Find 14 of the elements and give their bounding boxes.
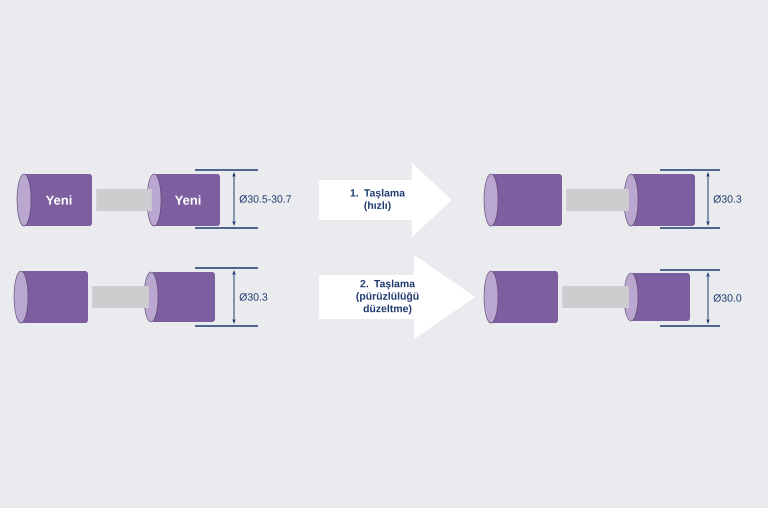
cylinder: Yeni: [16, 174, 92, 226]
cylinder: [624, 272, 690, 322]
dimension-label: Ø30.3: [714, 195, 742, 203]
dimension-label: Ø30.0: [714, 294, 742, 302]
cylinder: [624, 174, 695, 226]
dimension-label: Ø30.5-30.7: [240, 195, 291, 203]
cylinder: [484, 174, 562, 226]
cylinder: [14, 270, 88, 324]
cylinder: [144, 272, 215, 322]
dimension-label: Ø30.3: [240, 293, 268, 301]
cylinder: [484, 270, 558, 324]
cylinder: Yeni: [146, 174, 220, 226]
edge-label: 1. Taşlama (hızlı): [350, 188, 406, 212]
edge-label: 2. Taşlama (pürüzlülüğü düzeltme): [356, 280, 418, 314]
